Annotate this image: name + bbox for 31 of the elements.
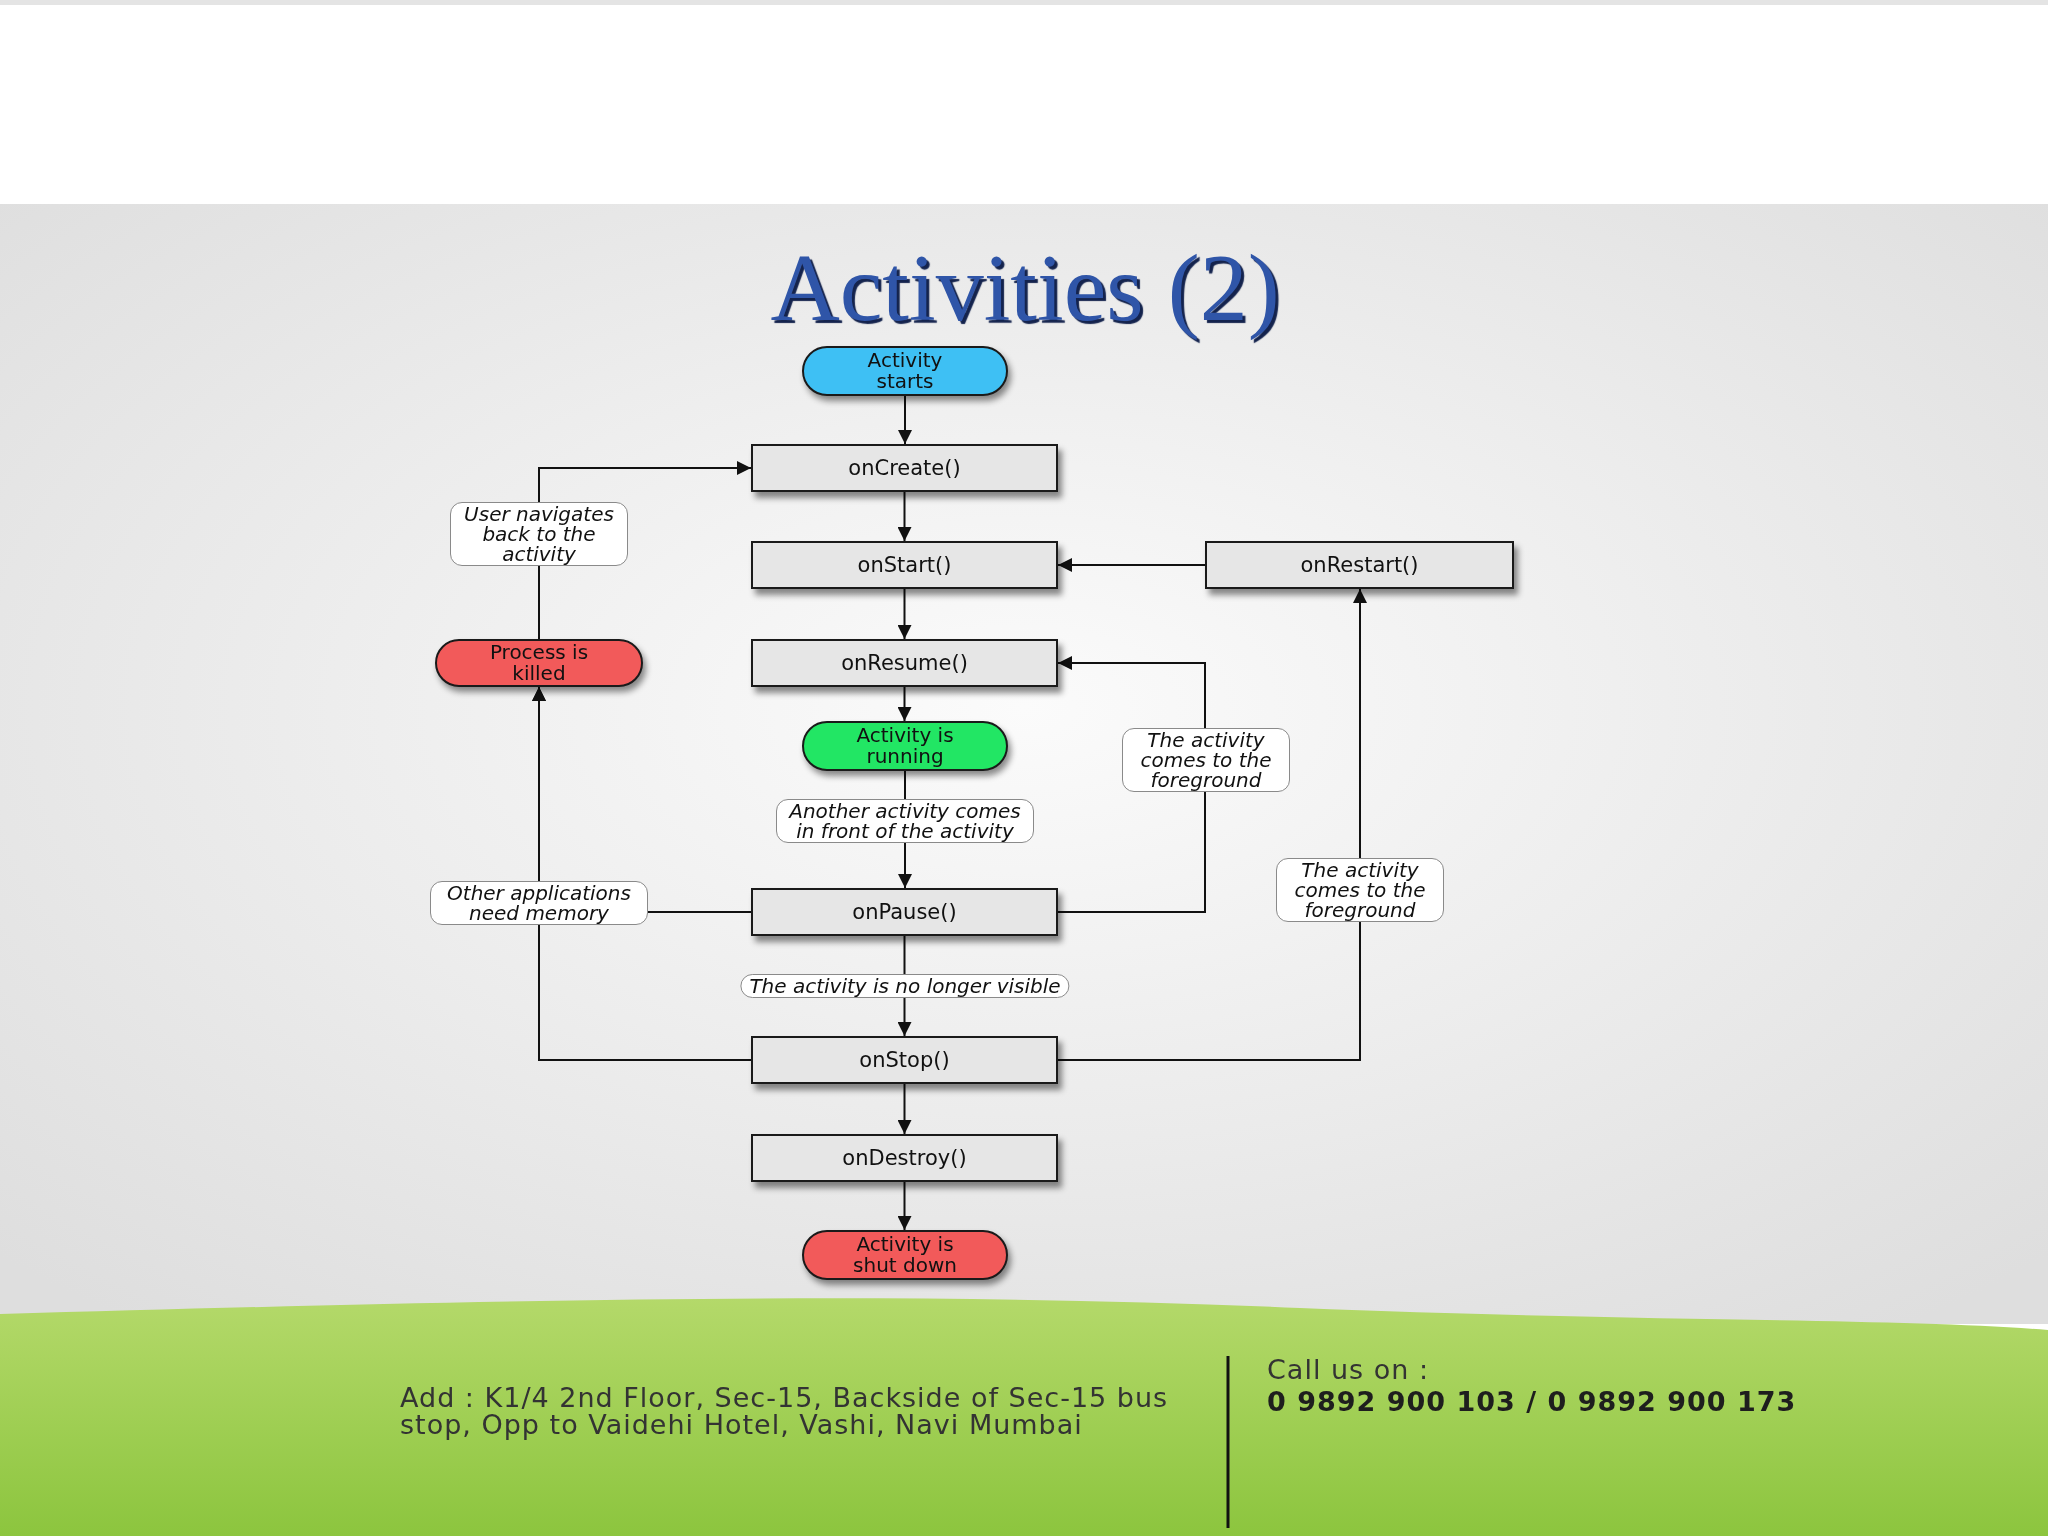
- arrow: [898, 395, 912, 445]
- edge-label: Other applications need memory: [430, 881, 648, 925]
- terminal-pill: Process is killed: [435, 639, 643, 687]
- phone-label: Call us on :: [1267, 1356, 1430, 1383]
- process-box: onResume(): [751, 639, 1058, 687]
- process-box: onPause(): [751, 888, 1058, 936]
- address-text: Add : K1/4 2nd Floor, Sec-15, Backside of Sec-15 bus stop, Opp to Vaidehi Hotel, Vashi, Navi Mumbai: [400, 1384, 1170, 1438]
- arrow: [897, 1181, 912, 1231]
- edge-label: The activity comes to the foreground: [1276, 858, 1444, 922]
- arrow: [1057, 656, 1206, 913]
- process-box: onStart(): [751, 541, 1058, 589]
- edge-label: The activity comes to the foreground: [1122, 728, 1290, 792]
- phone-numbers: 0 9892 900 103 / 0 9892 900 173: [1267, 1388, 1797, 1415]
- terminal-pill: Activity is running: [802, 721, 1008, 771]
- process-box: onCreate(): [751, 444, 1058, 492]
- terminal-pill: Activity is shut down: [802, 1230, 1008, 1280]
- edge-label: The activity is no longer visible: [740, 974, 1070, 998]
- arrow: [897, 491, 912, 542]
- edge-label: Another activity comes in front of the activity: [776, 799, 1034, 843]
- process-box: onRestart(): [1205, 541, 1514, 589]
- arrow: [897, 1083, 912, 1135]
- arrow: [1057, 588, 1367, 1061]
- arrow: [897, 686, 912, 722]
- slide-title: Activities (2): [770, 238, 1280, 338]
- terminal-pill: Activity starts: [802, 346, 1008, 396]
- arrow: [1057, 558, 1206, 572]
- edge-label: User navigates back to the activity: [450, 502, 628, 566]
- arrow: [532, 686, 752, 1061]
- arrow: [897, 588, 912, 640]
- process-box: onDestroy(): [751, 1134, 1058, 1182]
- process-box: onStop(): [751, 1036, 1058, 1084]
